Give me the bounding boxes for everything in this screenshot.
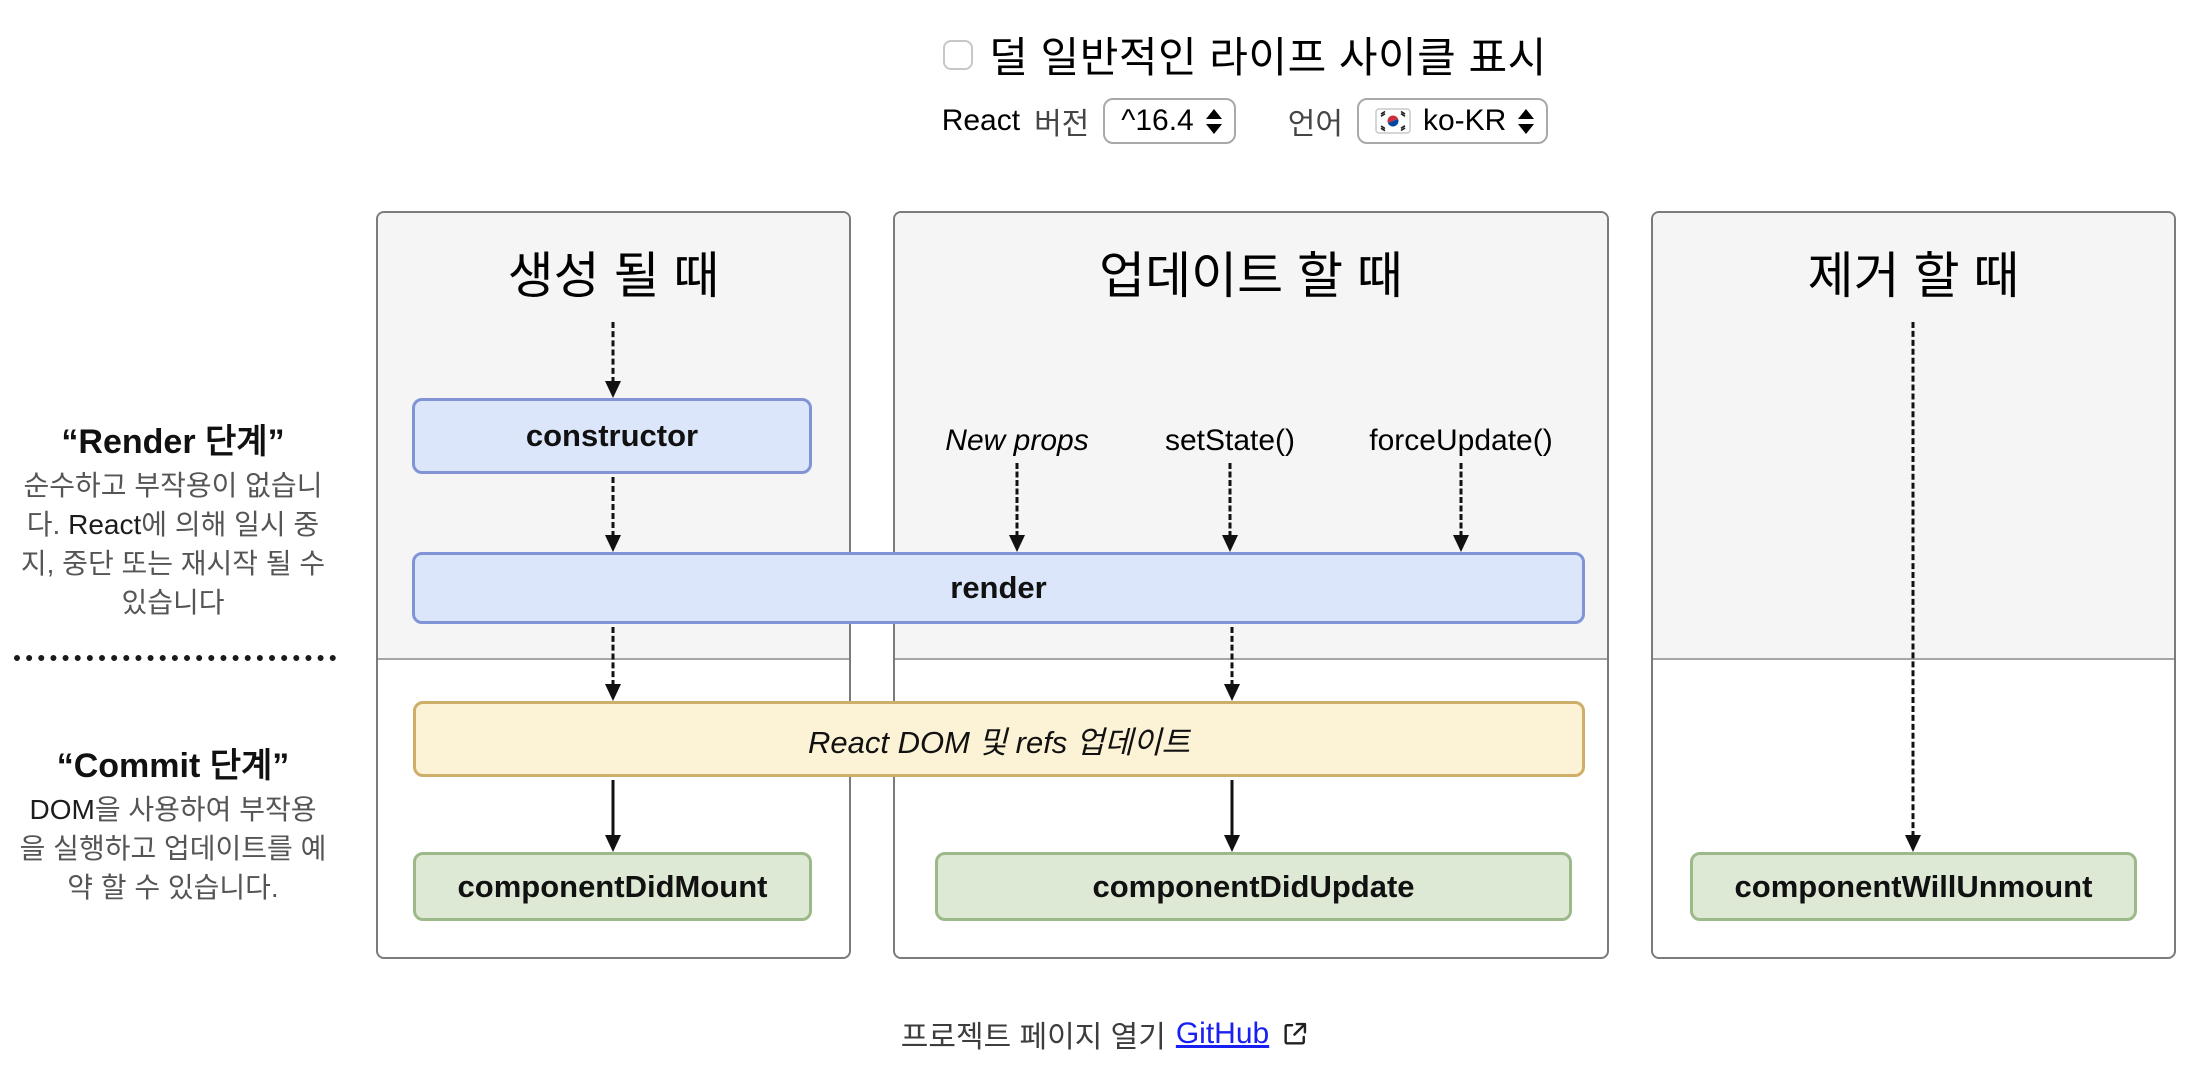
github-link[interactable]: GitHub: [1175, 1017, 1270, 1050]
external-link-icon: [1284, 1022, 1307, 1045]
dashed-arrow: [605, 627, 621, 701]
unmounting-column-title: 제거 할 때: [1807, 248, 2020, 304]
language-value: ko-KR: [1422, 104, 1507, 137]
render-box[interactable]: render: [412, 552, 1585, 624]
show-less-common-label: 덜 일반적인 라이프 사이클 표시: [989, 34, 1547, 81]
mounting-column-title: 생성 될 때: [507, 248, 720, 304]
dashed-arrow: [1009, 463, 1025, 552]
phase-dotted-divider: [14, 655, 336, 661]
setstate-label: setState(): [1164, 424, 1296, 457]
new-props-label: New props: [945, 424, 1089, 457]
updating-column-title: 업데이트 할 때: [1099, 248, 1403, 304]
language-select[interactable]: ko-KR: [1356, 98, 1549, 144]
dashed-arrow: [1222, 463, 1238, 552]
render-phase-title: “Render 단계”: [61, 423, 285, 461]
react-version-select[interactable]: ^16.4: [1103, 98, 1236, 144]
react-version-value: ^16.4: [1121, 104, 1194, 137]
constructor-box[interactable]: constructor: [412, 398, 812, 474]
dashed-arrow: [605, 477, 621, 552]
footer-text: 프로젝트 페이지 열기: [900, 1021, 1166, 1054]
show-less-common-checkbox[interactable]: [943, 39, 974, 70]
select-spinner-icon: [1205, 108, 1222, 134]
dashed-arrow: [1905, 322, 1921, 852]
header-controls-row: React 버전 ^16.4 언어 ko-KR: [280, 98, 2210, 144]
commit-phase-title: “Commit 단계”: [56, 747, 290, 785]
select-spinner-icon: [1518, 108, 1535, 134]
componentdidmount-box[interactable]: componentDidMount: [413, 852, 812, 921]
solid-arrow: [1224, 780, 1240, 852]
dashed-arrow: [1224, 627, 1240, 701]
react-dom-update-box: React DOM 및 refs 업데이트: [413, 701, 1585, 777]
footer: 프로젝트 페이지 열기 GitHub: [0, 1012, 2210, 1056]
header-toggle-row: 덜 일반적인 라이프 사이클 표시: [280, 24, 2210, 85]
language-label: 언어: [1287, 108, 1343, 141]
react-version-label-latin: React: [941, 104, 1021, 137]
dashed-arrow: [605, 322, 621, 398]
forceupdate-label: forceUpdate(): [1369, 424, 1553, 457]
componentwillunmount-box[interactable]: componentWillUnmount: [1690, 852, 2137, 921]
react-version-label: 버전: [1034, 108, 1090, 141]
korea-flag-icon: [1375, 108, 1411, 134]
dashed-arrow: [1453, 463, 1469, 552]
solid-arrow: [605, 780, 621, 852]
render-phase-description: 순수하고 부작용이 없습니다. React에 의해 일시 중지, 중단 또는 재…: [20, 470, 326, 618]
commit-phase-description: DOM을 사용하여 부작용을 실행하고 업데이트를 예약 할 수 있습니다.: [19, 794, 327, 903]
componentdidupdate-box[interactable]: componentDidUpdate: [935, 852, 1572, 921]
